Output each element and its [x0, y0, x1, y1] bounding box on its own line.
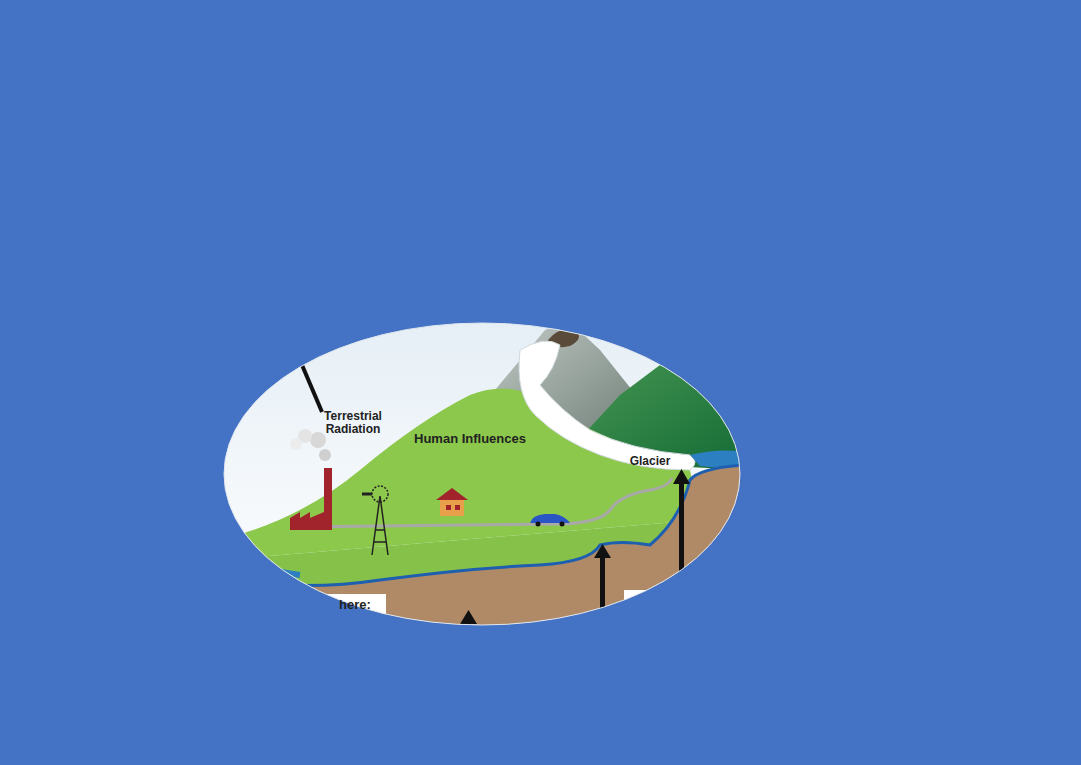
- sphere-box: [624, 590, 684, 624]
- illustration-label: here:: [330, 598, 380, 612]
- road: [290, 478, 672, 527]
- sphere-box: [322, 594, 386, 624]
- river: [220, 465, 745, 586]
- illustration-label: Glacier: [620, 455, 680, 468]
- illustration-label: Terrestrial Radiation: [313, 410, 393, 436]
- ground: [220, 465, 745, 630]
- illustration-oval: [220, 320, 745, 632]
- flux-arrows: [460, 469, 690, 632]
- factory: [290, 429, 332, 530]
- house: [436, 488, 468, 516]
- radiation-line: [302, 365, 322, 412]
- glacier: [519, 341, 695, 470]
- car: [530, 514, 570, 527]
- windmill: [362, 486, 388, 555]
- illustration-label: Human Influences: [405, 432, 535, 446]
